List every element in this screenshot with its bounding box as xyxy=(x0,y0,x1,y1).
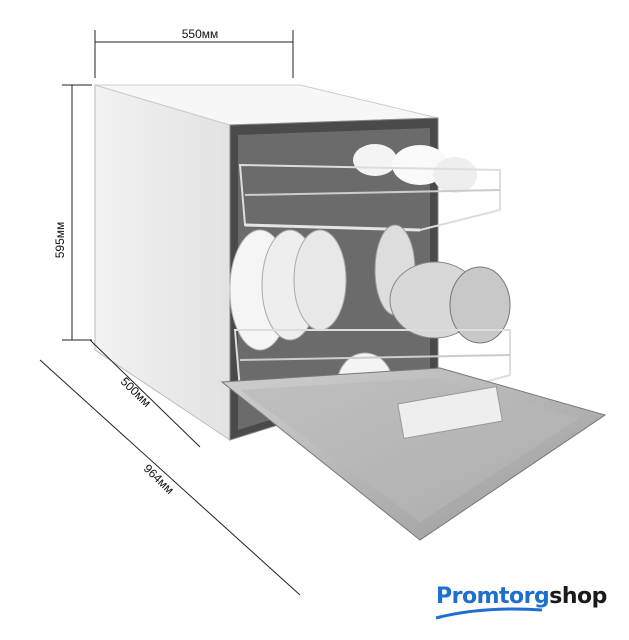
logo-swoosh xyxy=(435,607,543,620)
upper-basket xyxy=(238,144,501,232)
height-label: 595мм xyxy=(53,222,67,259)
promtorgshop-logo: Promtorgshop xyxy=(436,584,607,609)
dimension-lines xyxy=(39,30,301,596)
logo-part1: Promtorg xyxy=(436,584,550,609)
plates xyxy=(229,224,511,418)
width-label: 550мм xyxy=(182,27,219,41)
logo-part2: shop xyxy=(549,584,607,609)
open-door xyxy=(220,367,607,541)
